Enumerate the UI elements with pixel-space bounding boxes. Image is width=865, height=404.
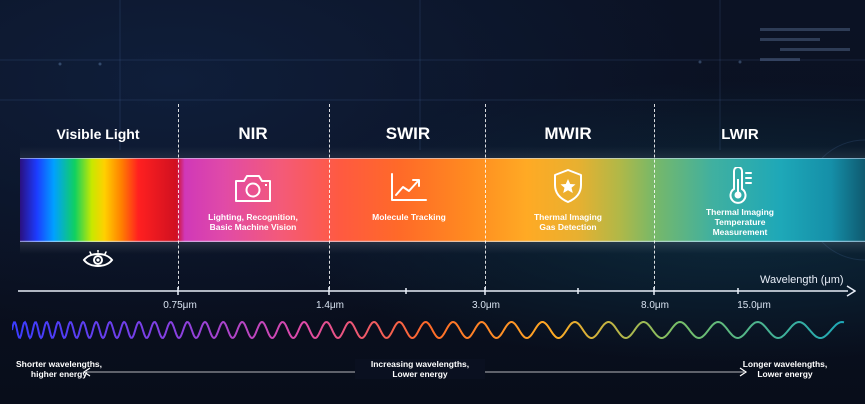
region-desc-nir: Lighting, Recognition, Basic Machine Vis…: [193, 212, 313, 232]
camera-icon: [235, 175, 271, 202]
divider-swir-mwir: [485, 104, 486, 289]
band-bottom-glow: [20, 240, 865, 254]
region-desc-swir: Molecule Tracking: [349, 212, 469, 222]
divider-visible-nir: [178, 104, 179, 289]
band-bottom-edge: [20, 241, 865, 242]
thermometer-icon: [729, 167, 752, 204]
eye-icon: [82, 250, 114, 267]
region-desc-nir-line-1: Lighting, Recognition,: [208, 212, 298, 222]
region-desc-mwir-line-1: Thermal Imaging: [533, 212, 602, 222]
note-shorter-line-2: higher energy: [30, 369, 88, 379]
region-title-lwir: LWIR: [721, 126, 759, 143]
axis-title: Wavelength (μm): [760, 274, 844, 286]
divider-nir-swir: [329, 104, 330, 289]
line-chart-icon: [391, 173, 427, 201]
note-shorter-line-1: Shorter wavelengths,: [16, 359, 102, 369]
axis-label-1-4: 1.4μm: [316, 300, 344, 311]
region-title-visible: Visible Light: [56, 126, 140, 142]
region-desc-mwir: Thermal Imaging Gas Detection: [508, 212, 628, 232]
note-longer-line-2: Lower energy: [757, 369, 813, 379]
region-desc-swir-line-1: Molecule Tracking: [372, 212, 446, 222]
axis-label-3-0: 3.0μm: [472, 300, 500, 311]
shield-star-icon: [554, 169, 582, 203]
note-longer-line-1: Longer wavelengths,: [742, 359, 828, 369]
band-top-edge: [20, 158, 865, 159]
region-title-nir: NIR: [238, 124, 268, 143]
note-longer: Longer wavelengths, Lower energy: [730, 359, 840, 379]
axis-label-15-0: 15.0μm: [737, 300, 771, 311]
region-desc-lwir-line-1: Thermal Imaging: [705, 207, 774, 217]
note-shorter: Shorter wavelengths, higher energy: [4, 359, 114, 379]
region-desc-mwir-line-2: Gas Detection: [539, 222, 597, 232]
wavelength-axis: [18, 285, 856, 297]
region-desc-lwir: Thermal Imaging Temperature Measurement: [680, 207, 800, 237]
axis-label-0-75: 0.75μm: [163, 300, 197, 311]
note-increasing-line-2: Lower energy: [392, 369, 448, 379]
region-desc-lwir-line-3: Measurement: [712, 227, 768, 237]
note-increasing: Increasing wavelengths, Lower energy: [355, 359, 485, 379]
spectrum-band: [20, 158, 865, 242]
wavelength-wave: [12, 320, 845, 340]
band-top-glow: [20, 146, 865, 160]
region-desc-nir-line-2: Basic Machine Vision: [209, 222, 297, 232]
region-title-mwir: MWIR: [544, 124, 592, 143]
region-title-swir: SWIR: [385, 124, 431, 143]
divider-mwir-lwir: [654, 104, 655, 289]
axis-label-8-0: 8.0μm: [641, 300, 669, 311]
region-desc-lwir-line-2: Temperature: [714, 217, 766, 227]
note-increasing-line-1: Increasing wavelengths,: [370, 359, 470, 369]
